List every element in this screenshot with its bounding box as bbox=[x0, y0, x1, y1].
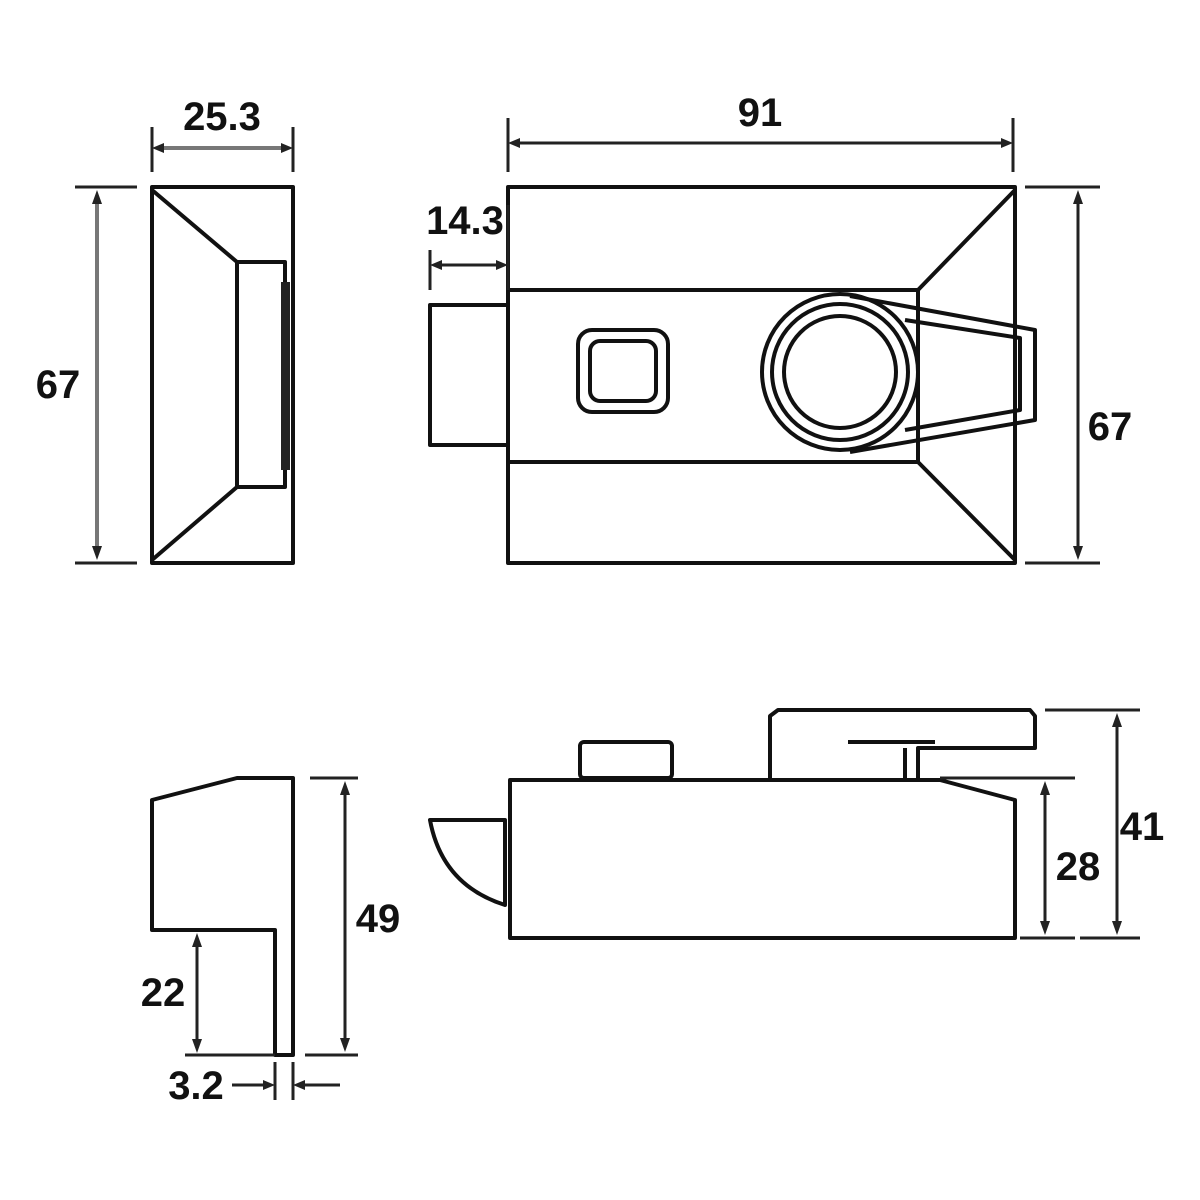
side-profile-outline bbox=[150, 776, 295, 1057]
end-view-body bbox=[508, 778, 1017, 940]
handle-lever bbox=[849, 294, 1037, 454]
end-view-snib bbox=[578, 740, 674, 780]
side-view bbox=[150, 776, 358, 1100]
snib-button bbox=[576, 328, 670, 414]
latch-bolt bbox=[428, 303, 510, 447]
handle-knob-outer bbox=[760, 292, 920, 452]
front-view-face bbox=[235, 260, 287, 489]
dimension-width-front: 25.3 bbox=[183, 95, 261, 139]
dimension-height-main: 67 bbox=[1088, 405, 1133, 449]
dimension-total-depth: 41 bbox=[1120, 805, 1165, 849]
end-view bbox=[428, 708, 1140, 940]
end-view-handle bbox=[768, 708, 1037, 778]
dimension-lip: 22 bbox=[141, 971, 186, 1015]
dimension-body-depth: 28 bbox=[1056, 845, 1101, 889]
main-view bbox=[428, 118, 1100, 565]
front-view-edge bbox=[281, 282, 290, 470]
handle-knob-inner bbox=[782, 314, 898, 430]
dimension-height-side: 49 bbox=[356, 897, 401, 941]
front-view-outline bbox=[150, 185, 295, 565]
dimension-height-front: 67 bbox=[36, 363, 81, 407]
dimension-thickness: 3.2 bbox=[168, 1064, 224, 1108]
dimension-bolt: 14.3 bbox=[426, 199, 504, 243]
front-view bbox=[75, 127, 295, 565]
dimension-width-main: 91 bbox=[738, 91, 783, 135]
end-view-latch bbox=[428, 818, 507, 907]
